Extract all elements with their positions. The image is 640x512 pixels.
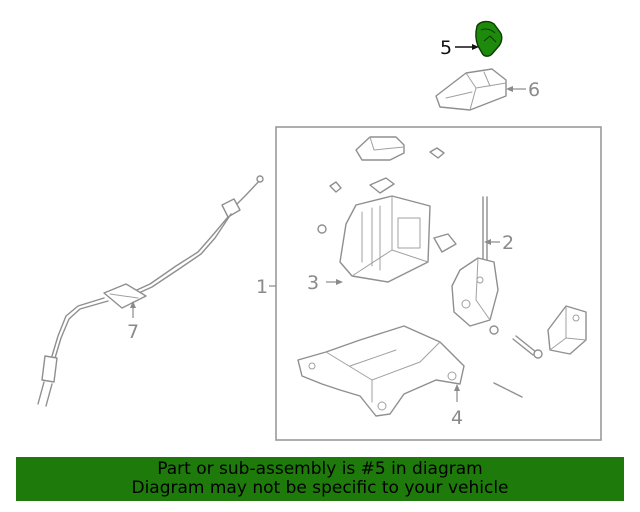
callout-3[interactable]: 3 <box>307 272 319 294</box>
small-nut <box>317 224 327 234</box>
banner-line-2: Diagram may not be specific to your vehi… <box>131 478 509 498</box>
bolt <box>512 335 543 359</box>
callout-4[interactable]: 4 <box>451 407 463 429</box>
callout-3-arrowhead <box>336 279 343 285</box>
parts-diagram: 5 6 7 <box>37 20 602 441</box>
callout-2-arrowhead <box>484 239 491 245</box>
callout-2[interactable]: 2 <box>502 232 514 254</box>
callout-7-arrowhead <box>130 301 136 308</box>
part-6-shift-boot[interactable] <box>435 68 507 111</box>
part-3-shifter-housing[interactable] <box>339 195 457 283</box>
callout-5[interactable]: 5 <box>440 37 452 59</box>
part-7-shift-cable[interactable] <box>37 175 264 407</box>
callout-7[interactable]: 7 <box>127 321 139 343</box>
small-clip-1 <box>429 147 445 159</box>
callout-1[interactable]: 1 <box>256 276 268 298</box>
assembly-frame <box>275 126 602 441</box>
banner-line-1: Part or sub-assembly is #5 in diagram <box>157 459 483 479</box>
callout-5-arrowhead <box>472 44 479 50</box>
part-4-base-bracket[interactable] <box>297 325 465 417</box>
callout-6-arrowhead <box>506 86 513 92</box>
part-5-shift-knob[interactable] <box>475 20 503 57</box>
callout-6[interactable]: 6 <box>528 79 540 101</box>
shift-module <box>547 305 587 355</box>
callout-4-arrowhead <box>454 384 460 391</box>
info-banner: Part or sub-assembly is #5 in diagram Di… <box>16 457 624 501</box>
small-clip-3 <box>369 177 395 194</box>
pin <box>493 382 523 398</box>
small-clip-2 <box>329 181 342 193</box>
part-2-shift-lever[interactable] <box>451 196 499 335</box>
clip-top <box>355 136 405 161</box>
